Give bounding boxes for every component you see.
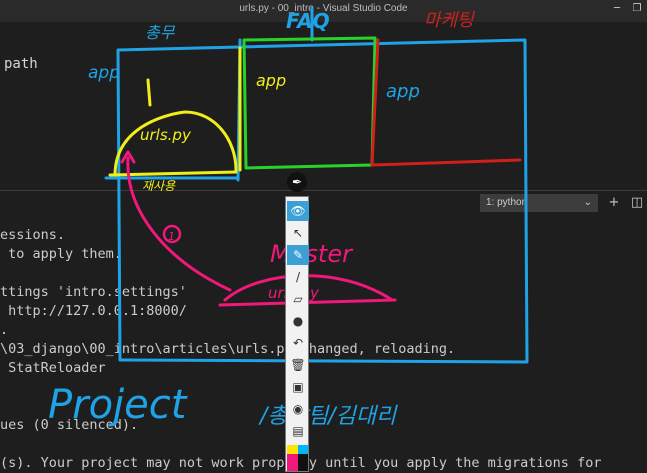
urls-dome [113, 110, 238, 177]
terminal-line: . [0, 322, 9, 338]
korean-label-1: 총무 [145, 23, 176, 42]
minimize-icon[interactable]: ─ [613, 3, 621, 14]
project-label: Project [48, 382, 188, 428]
terminal-selector-label: 1: python [486, 197, 528, 208]
app-label-red: app [386, 81, 420, 102]
circle-number: 1 [168, 230, 175, 243]
cursor-icon[interactable]: ↖ [292, 226, 304, 240]
bottom-korean-label: /총괄팀/김대리 [258, 404, 398, 429]
pen-nib-icon[interactable]: ✒ [287, 172, 307, 192]
terminal-line: StatReloader [0, 360, 106, 376]
pen-toolbar: ✒ 👁 ↖ ✎ / ▱ ● ↶ 🗑 ▣ ◉ ▤ [285, 170, 309, 472]
add-terminal-icon[interactable]: + [608, 195, 620, 210]
terminal-line: http://127.0.0.1:8000/ [0, 303, 187, 319]
arrow-master-to-urls [126, 156, 232, 292]
highlighter-icon[interactable]: ✎ [287, 245, 309, 265]
chevron-down-icon: ⌄ [583, 197, 592, 208]
korean-label-3: 마케팅 [424, 10, 475, 31]
editor-code-fragment: path [4, 56, 38, 72]
app-label-green: app [256, 71, 286, 90]
app-label: app [88, 63, 120, 83]
camera-icon[interactable]: ◉ [292, 402, 304, 416]
restore-icon[interactable]: ❐ [632, 3, 642, 14]
terminal-line: ttings 'intro.settings' [0, 284, 187, 300]
trash-icon[interactable]: 🗑 [290, 358, 306, 372]
terminal-line: essions. [0, 227, 66, 243]
project-box [116, 38, 529, 364]
terminal-selector[interactable]: 1: python ⌄ [480, 194, 598, 212]
eraser-icon[interactable]: ▱ [293, 292, 303, 306]
screenshot-icon[interactable]: ▣ [292, 380, 304, 394]
reuse-label: 재사용 [142, 179, 176, 193]
urls-label: urls.py [140, 126, 192, 144]
window-title: urls.py - 00_intro - Visual Studio Code [239, 3, 408, 14]
title-bar: urls.py - 00_intro - Visual Studio Code … [0, 0, 647, 22]
clipboard-icon[interactable]: ▤ [292, 424, 304, 438]
color-swatch-yellow[interactable] [287, 445, 298, 454]
terminal-line: (s). Your project may not work properly … [0, 455, 602, 471]
color-swatch-black[interactable] [298, 454, 308, 471]
pen-icon[interactable]: / [295, 270, 301, 284]
dot-icon[interactable]: ● [292, 314, 304, 328]
terminal-line: \03_django\00_intro\articles\urls.py cha… [0, 341, 456, 357]
toolbar-body: 👁 ↖ ✎ / ▱ ● ↶ 🗑 ▣ ◉ ▤ [285, 196, 309, 472]
terminal-output: essions. to apply them. ttings 'intro.set… [0, 226, 647, 473]
terminal-line: ues (0 silenced). [0, 417, 139, 433]
undo-icon[interactable]: ↶ [292, 336, 304, 350]
color-swatch-pink[interactable] [287, 454, 298, 471]
korean-label-2: FAQ [286, 9, 330, 33]
master-label: Master [270, 240, 354, 268]
app-red-box [370, 38, 522, 167]
terminal-line: to apply them. [0, 246, 122, 262]
eye-icon[interactable]: 👁 [287, 201, 309, 221]
color-swatch-cyan[interactable] [298, 445, 308, 454]
app-green-box [242, 36, 377, 170]
split-terminal-icon[interactable]: ◫ [630, 195, 644, 210]
